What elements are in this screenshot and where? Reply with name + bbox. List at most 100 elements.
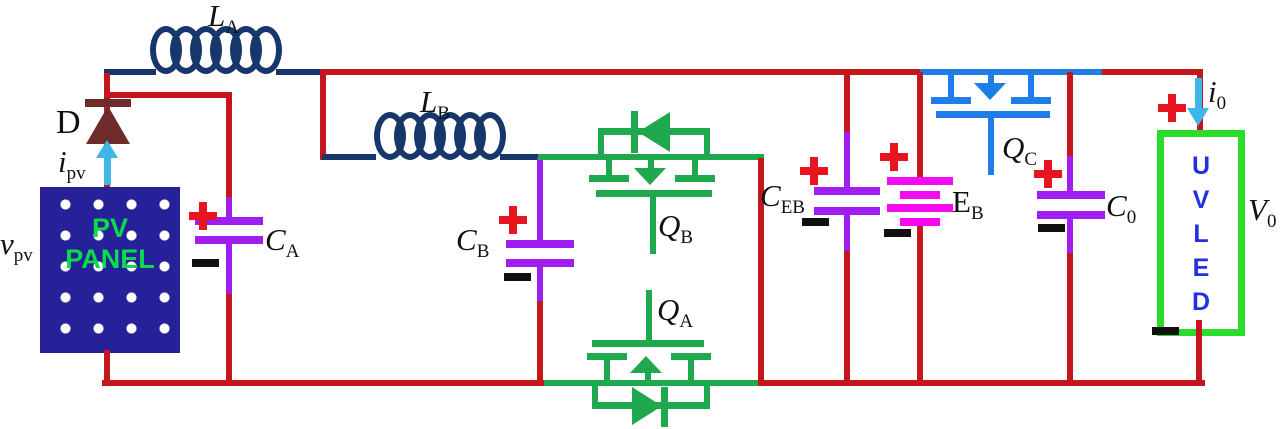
inductor-la-coil	[150, 26, 282, 74]
label-inductor-lb: LB	[420, 84, 450, 123]
top-rail	[320, 69, 923, 75]
qa-diode-loop-left	[592, 384, 598, 409]
cap-ca-plate-top	[195, 217, 263, 225]
qc-contact-cap-left	[931, 97, 971, 104]
minus-sign-c0	[1038, 224, 1065, 232]
label-cap-ca: CA	[265, 222, 299, 261]
wire-la-right-lead	[276, 69, 326, 75]
label-diode: D	[56, 104, 81, 141]
led-letter: D	[1191, 288, 1211, 316]
label-vpv-main: v	[0, 226, 14, 261]
label-qc-sub: C	[1024, 149, 1038, 170]
qc-contact-cap-right	[1011, 97, 1051, 104]
qb-diode-loop-right	[704, 128, 710, 158]
label-lb-sub: B	[437, 103, 450, 124]
label-qa-sub: A	[679, 311, 694, 332]
qa-contact-stub-left	[604, 360, 610, 382]
label-ceb-main: C	[760, 178, 781, 213]
pv-current-arrow-icon	[96, 140, 118, 158]
qc-contact-stub-right	[1028, 75, 1034, 99]
cap-ceb-plate-top	[814, 187, 880, 195]
bottom-rail-right	[758, 380, 1205, 386]
qa-contact-cap-right	[671, 353, 711, 360]
label-cap-ceb: CEB	[760, 178, 805, 217]
inductor-lb-coil	[374, 112, 506, 160]
led-letter: L	[1193, 220, 1209, 248]
cap-c0-plate-top	[1037, 191, 1105, 199]
wire-node-to-ca	[104, 92, 232, 98]
cap-cb-plate-bottom	[506, 259, 574, 267]
minus-sign-eb	[884, 229, 911, 237]
cap-c0-plate-bottom	[1037, 211, 1105, 219]
wire-la-left-lead	[104, 69, 156, 75]
qb-diode-loop-left	[598, 128, 604, 158]
minus-sign-cb	[504, 273, 531, 281]
qc-channel-bar	[936, 111, 1050, 118]
qb-contact-stub-right	[692, 160, 698, 177]
label-lb-main: L	[420, 84, 438, 119]
label-cap-cb: CB	[456, 222, 489, 261]
qc-gate-lead	[988, 118, 994, 175]
cap-ca-plate-bottom	[195, 236, 263, 244]
label-v0-main: V	[1248, 192, 1267, 227]
label-mosfet-qa: QA	[657, 294, 693, 331]
label-ipv-main: i	[58, 144, 67, 179]
wire-ca-bottom	[226, 294, 232, 384]
pv-panel-label-line2: PANEL	[65, 244, 155, 275]
label-cb-main: C	[456, 222, 477, 257]
battery-plate-short-1	[900, 191, 940, 199]
qb-arrow-stem	[648, 160, 654, 169]
qb-gate-bar	[596, 190, 712, 197]
wire-c0-top	[1067, 72, 1073, 158]
plus-sign-ca	[189, 202, 217, 230]
label-la-main: L	[208, 0, 226, 33]
minus-sign-ceb	[802, 218, 829, 226]
label-cb-sub: B	[476, 241, 490, 262]
qa-diode-loop-right	[704, 382, 710, 409]
uv-led-load: U V L E D	[1157, 130, 1245, 336]
bottom-rail-left	[102, 380, 544, 386]
pv-panel-label-line1: PV	[91, 213, 129, 243]
mosfet-qb-channel-wire	[538, 154, 764, 160]
label-mosfet-qb: QB	[658, 208, 693, 247]
label-i0-sub: 0	[1216, 93, 1227, 114]
label-eb-main: E	[952, 184, 971, 219]
pv-current-arrow-stem	[104, 157, 111, 185]
label-ceb-sub: EB	[780, 197, 805, 218]
wire-cb-lead-top	[537, 157, 543, 242]
cap-cb-plate-top	[506, 240, 574, 248]
qb-body-diode-bar	[631, 111, 638, 153]
plus-sign-c0	[1034, 160, 1062, 188]
label-pv-current: ipv	[58, 144, 86, 183]
led-letter: U	[1191, 152, 1211, 180]
qa-arrow-stem	[645, 371, 651, 382]
label-cap-c0: C0	[1106, 188, 1136, 227]
wire-c0-bottom	[1067, 253, 1073, 384]
wire-ceb-lead-top	[844, 132, 850, 189]
label-ca-main: C	[265, 222, 286, 257]
wire-qb-drop	[758, 158, 764, 384]
qb-contact-cap-right	[675, 175, 715, 182]
qa-body-diode-bar	[661, 387, 668, 427]
wire-pv-bottom	[104, 350, 110, 384]
wire-led-bottom	[1196, 320, 1202, 384]
wire-c0-lead-bottom	[1067, 219, 1073, 255]
wire-top-right	[1102, 69, 1203, 75]
wire-cb-bottom	[537, 301, 543, 384]
label-qc-main: Q	[1002, 130, 1025, 165]
label-qb-sub: B	[680, 227, 694, 248]
label-pv-voltage: vpv	[0, 226, 33, 265]
led-letter: V	[1192, 186, 1210, 214]
led-letter: E	[1192, 254, 1210, 282]
out-current-arrow-icon	[1187, 108, 1209, 126]
wire-qc-channel-top	[920, 69, 1106, 75]
label-vpv-sub: pv	[13, 245, 33, 266]
label-c0-main: C	[1106, 188, 1127, 223]
qc-arrow-icon	[974, 83, 1006, 100]
plus-sign-ceb	[800, 157, 828, 185]
out-current-arrow-stem	[1195, 78, 1202, 110]
label-c0-sub: 0	[1126, 207, 1137, 228]
wire-ceb-top	[844, 72, 850, 134]
battery-plate-long-1	[887, 177, 953, 185]
label-qb-main: Q	[658, 208, 681, 243]
